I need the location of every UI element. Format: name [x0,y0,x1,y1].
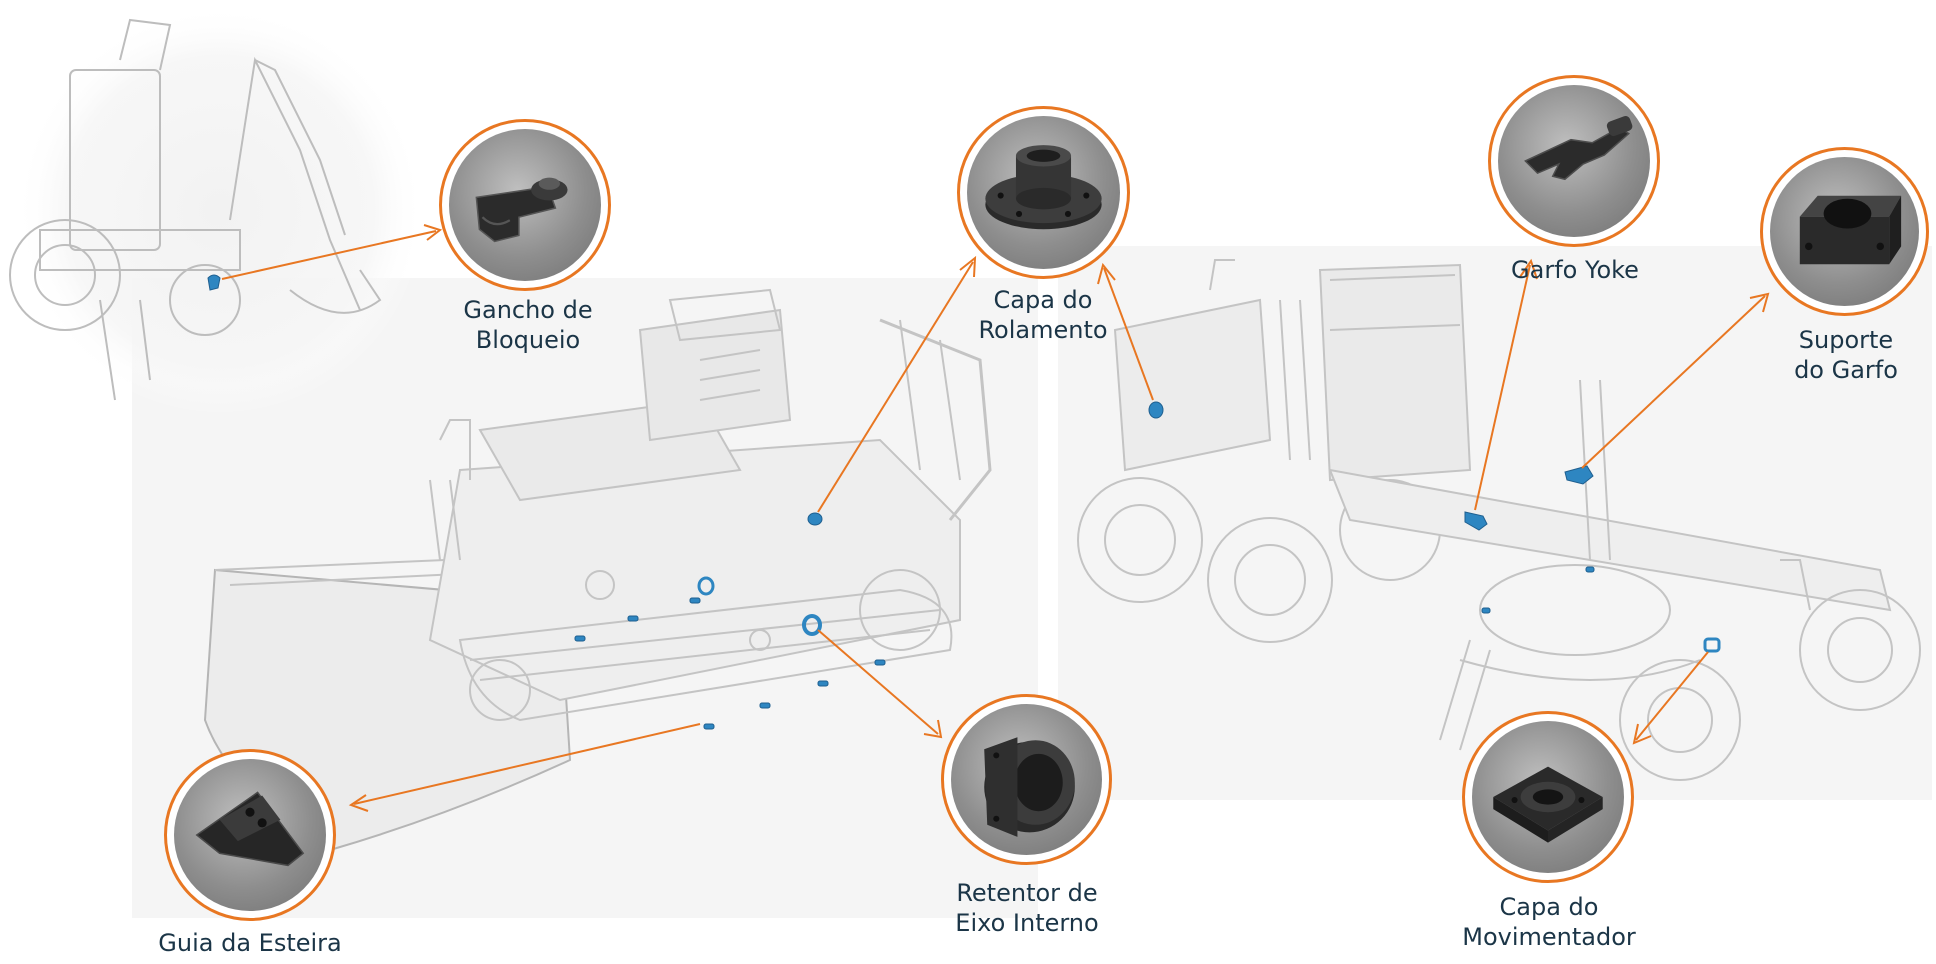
leader-suporte-do-garfo [1581,295,1766,469]
highlight-capa-do-rolamento-grader [1148,401,1164,419]
label-line: Guia da Esteira [158,929,342,957]
backhoe-loader-icon [9,5,425,415]
highlight-gancho-de-bloqueio [207,274,221,291]
part-circle-capa-do-movimentador [1462,711,1634,883]
label-guia-da-esteira: Guia da Esteira [158,928,341,958]
leader-capa-do-rolamento-dozer [817,261,974,513]
label-capa-do-movimentador: Capa do Movimentador [1462,892,1636,952]
label-line: Bloqueio [475,326,581,354]
inner-axle-retainer-icon [984,737,1075,837]
label-line: Rolamento [978,316,1108,344]
locking-hook-icon [475,177,568,243]
label-capa-do-rolamento: Capa do Rolamento [978,285,1107,345]
leader-capa-do-rolamento-grader [1103,267,1154,401]
highlight-capa-do-movimentador [1703,637,1721,653]
highlight-retentor-de-eixo-interno [802,614,822,636]
label-line: Suporte [1798,326,1894,354]
part-circle-gancho-de-bloqueio [439,119,611,291]
part-circle-garfo-yoke [1488,75,1660,247]
arrowhead-retentor [923,719,943,739]
label-suporte-do-garfo: Suporte do Garfo [1794,325,1898,385]
part-circle-retentor-de-eixo-interno [941,694,1112,865]
label-gancho-de-bloqueio: Gancho de Bloqueio [463,295,592,355]
highlight-guia-da-esteira-1 [703,723,715,730]
arrowhead-capa-grader [1097,262,1116,285]
leader-retentor-de-eixo-interno [817,629,939,735]
label-line: Capa do [993,286,1093,314]
arrowhead-capa-dozer [959,255,977,278]
leader-garfo-yoke [1474,264,1531,511]
fork-support-icon [1799,195,1902,265]
yoke-fork-icon [1524,116,1633,181]
label-line: Retentor de [956,879,1098,907]
arrowhead-movimentador [1632,723,1652,745]
label-line: Garfo Yoke [1511,256,1639,284]
label-garfo-yoke: Garfo Yoke [1511,255,1639,285]
highlight-guia-da-esteira-4 [874,659,886,666]
part-circle-guia-da-esteira [164,749,336,921]
track-guide-icon [195,791,305,867]
part-circle-suporte-do-garfo [1760,147,1929,316]
label-line: Eixo Interno [955,909,1099,937]
leader-gancho-de-bloqueio [221,230,437,280]
label-line: Movimentador [1462,923,1636,951]
label-line: do Garfo [1794,356,1898,384]
label-line: Gancho de [463,296,593,324]
leader-capa-do-movimentador [1635,651,1709,741]
arrowhead-guia [348,794,369,812]
highlight-guia-da-esteira-3 [817,680,829,687]
highlight-guia-da-esteira-6 [627,615,639,622]
arrowhead-garfo [1519,258,1538,280]
highlight-grader-small-2 [1481,607,1491,614]
motor-grader-icon [1077,259,1921,781]
bearing-cap-icon [985,145,1102,230]
highlight-guia-da-esteira-2 [759,702,771,709]
label-line: Capa do [1499,893,1599,921]
highlight-grader-small-1 [1585,566,1595,573]
highlight-suporte-do-garfo [1564,465,1594,485]
highlight-capa-do-rolamento-dozer [807,512,823,526]
label-retentor-de-eixo-interno: Retentor de Eixo Interno [955,878,1098,938]
arrowhead-gancho [423,224,443,241]
part-circle-capa-do-rolamento [957,106,1130,279]
highlight-guia-da-esteira-7 [689,597,701,604]
highlight-garfo-yoke [1464,511,1488,531]
highlight-retentor-small [697,576,715,596]
highlight-guia-da-esteira-5 [574,635,586,642]
arrowhead-suporte [1749,292,1770,313]
leader-guia-da-esteira [353,723,701,805]
mover-cap-icon [1493,766,1603,843]
